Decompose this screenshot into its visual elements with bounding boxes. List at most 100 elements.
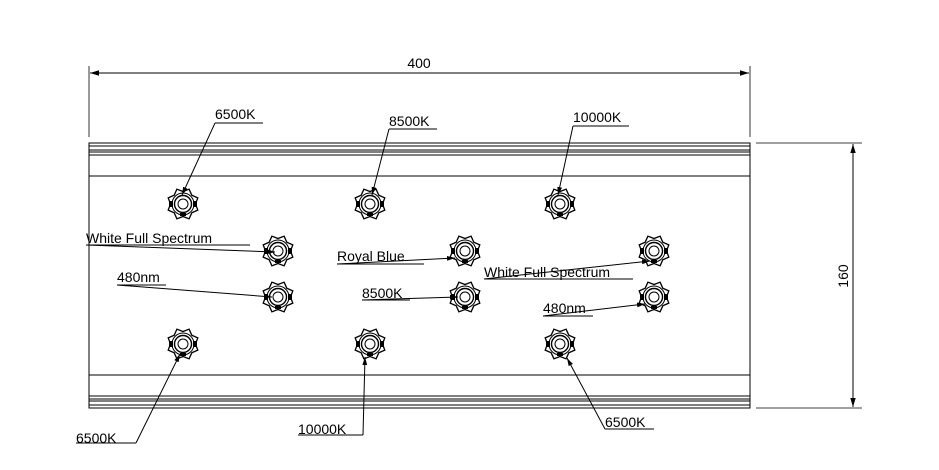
- led-pad: [557, 213, 563, 216]
- leader-line: [116, 284, 273, 299]
- led-pad: [288, 248, 292, 254]
- led-pad: [570, 201, 574, 207]
- led-label: 10000K: [298, 421, 347, 437]
- led-ring: [266, 239, 290, 263]
- heatsink-outline: [354, 328, 386, 360]
- led-emitter: [544, 328, 576, 360]
- led-ring-inner: [550, 334, 570, 354]
- led-pad: [546, 341, 550, 347]
- panel-outline: [88, 142, 751, 409]
- led-pad: [275, 260, 281, 263]
- led-ring: [453, 239, 477, 263]
- led-lens: [177, 198, 189, 210]
- led-ring: [642, 285, 666, 309]
- led-label: 8500K: [389, 113, 430, 129]
- led-ring-inner: [455, 287, 475, 307]
- led-lens: [272, 245, 284, 257]
- led-emitter: [167, 328, 199, 360]
- heatsink-outline: [449, 281, 481, 313]
- led-label: 8500K: [362, 285, 403, 301]
- led-pad: [193, 201, 197, 207]
- height-label: 160: [835, 264, 851, 288]
- leader-line: [336, 256, 456, 265]
- heatsink-outline: [449, 235, 481, 267]
- callout: 6500K: [181, 106, 263, 196]
- led-pad: [380, 341, 384, 347]
- led-ring-inner: [268, 287, 288, 307]
- width-dimension: 400: [88, 55, 751, 137]
- led-pad: [356, 201, 360, 207]
- led-lens: [648, 245, 660, 257]
- leader-line: [362, 356, 368, 436]
- heatsink-outline: [262, 235, 294, 267]
- led-label: 6500K: [605, 414, 646, 430]
- heatsink-outline: [544, 328, 576, 360]
- led-ring: [358, 332, 382, 356]
- led-ring: [548, 332, 572, 356]
- led-label: 6500K: [76, 430, 117, 446]
- led-label: White Full Spectrum: [86, 230, 212, 246]
- led-emitter: [354, 188, 386, 220]
- led-ring: [642, 239, 666, 263]
- heatsink-outline: [544, 188, 576, 220]
- led-lens: [177, 338, 189, 350]
- led-pad: [651, 306, 657, 309]
- led-emitter: [262, 235, 294, 267]
- led-pad: [640, 248, 644, 254]
- led-ring: [171, 192, 195, 216]
- leader-line: [542, 302, 646, 317]
- heatsink-outline: [354, 188, 386, 220]
- led-pad: [640, 294, 644, 300]
- leader-line: [566, 357, 606, 430]
- led-emitter: [354, 328, 386, 360]
- led-pad: [475, 248, 479, 254]
- led-ring-inner: [268, 241, 288, 261]
- led-ring: [171, 332, 195, 356]
- led-ring-inner: [360, 334, 380, 354]
- led-lens: [364, 198, 376, 210]
- led-ring: [548, 192, 572, 216]
- led-ring-inner: [644, 241, 664, 261]
- callout: 8500K: [361, 285, 459, 301]
- led-ring: [358, 192, 382, 216]
- led-pad: [180, 353, 186, 356]
- led-pad: [356, 341, 360, 347]
- callout: White Full Spectrum: [483, 259, 651, 280]
- led-label: 6500K: [215, 106, 256, 122]
- led-pad: [462, 260, 468, 263]
- callout: 8500K: [371, 113, 437, 196]
- leader-line: [361, 294, 459, 301]
- heatsink-outline: [638, 281, 670, 313]
- led-pad: [570, 341, 574, 347]
- led-pad: [651, 260, 657, 263]
- led-pad: [367, 353, 373, 356]
- leader-line: [557, 125, 574, 196]
- callout: 6500K: [566, 357, 654, 430]
- led-pad: [275, 306, 281, 309]
- led-label: 10000K: [573, 109, 622, 125]
- leader-line: [483, 259, 651, 280]
- led-pad: [264, 248, 268, 254]
- led-ring-inner: [360, 194, 380, 214]
- led-pad: [180, 213, 186, 216]
- callout: 6500K: [76, 353, 181, 446]
- leader-line: [371, 128, 390, 196]
- heatsink-outline: [167, 188, 199, 220]
- led-label: White Full Spectrum: [484, 264, 610, 280]
- led-pad: [664, 248, 668, 254]
- led-pad: [475, 294, 479, 300]
- led-pad: [451, 248, 455, 254]
- led-lens: [554, 338, 566, 350]
- led-pad: [288, 294, 292, 300]
- led-label: Royal Blue: [337, 248, 405, 264]
- led-emitter: [638, 281, 670, 313]
- led-emitter: [544, 188, 576, 220]
- heatsink-outline: [167, 328, 199, 360]
- callout: Royal Blue: [336, 248, 456, 265]
- led-emitter: [167, 188, 199, 220]
- callout: White Full Spectrum: [85, 230, 276, 255]
- height-dimension: 160: [756, 142, 862, 409]
- led-label: 480nm: [117, 269, 160, 285]
- led-ring-inner: [455, 241, 475, 261]
